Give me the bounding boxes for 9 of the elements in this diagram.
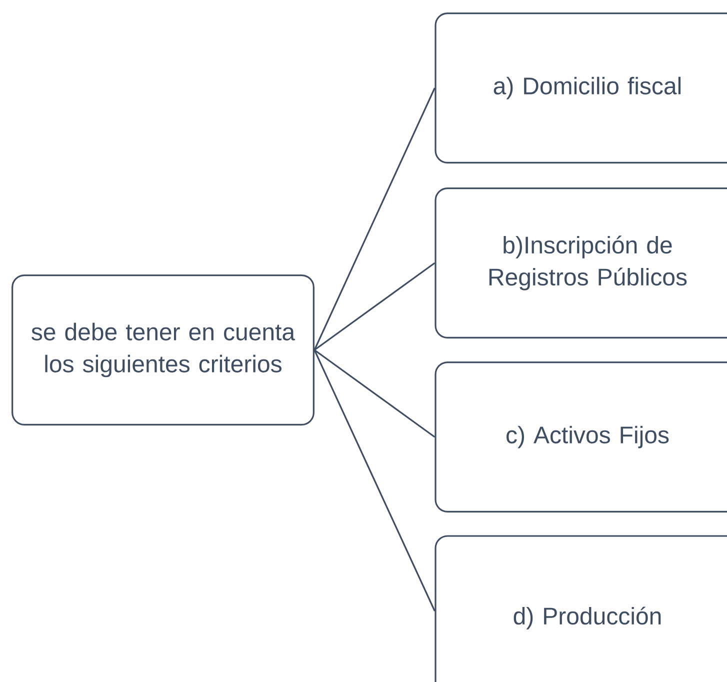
criteria-box: a) Domicilio fiscal [434,12,727,164]
criteria-box: c) Activos Fijos [434,362,727,512]
connector-line [314,88,436,350]
criteria-box: d) Producción [434,535,727,682]
connector-line [314,262,436,351]
topic-box: se debe tener en cuenta los siguientes criterios [12,274,314,426]
connector-line [314,349,436,438]
criteria-box: b)Inscripción de Registros Públicos [434,188,727,338]
connector-line [314,350,436,612]
